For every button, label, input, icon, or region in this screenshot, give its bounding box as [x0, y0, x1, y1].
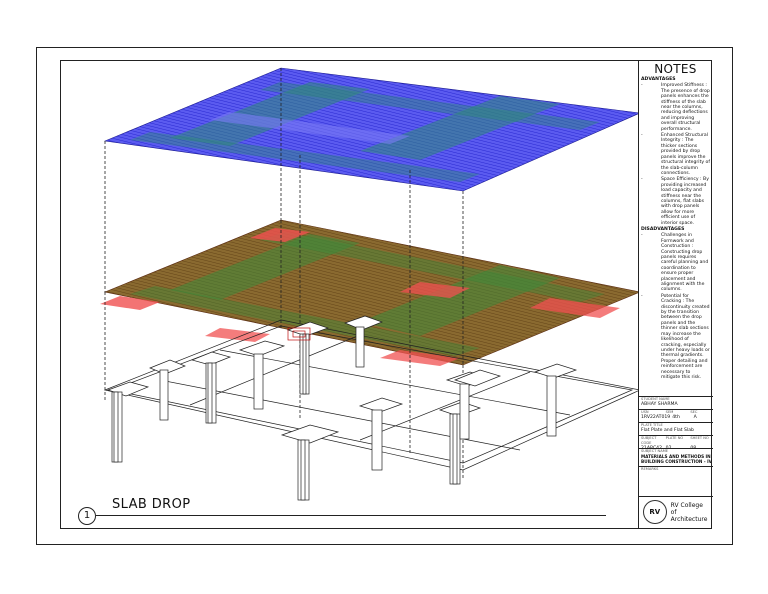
- plate-title-label: PLATE TITLE: [641, 423, 663, 427]
- advantage-text: Enhanced Structural Integrity : The thic…: [661, 133, 710, 176]
- student-name: ABHAY SHARMA: [641, 402, 678, 407]
- sem-label: SEM: [665, 410, 674, 414]
- advantage-item: - Improved Stiffness : The presence of d…: [641, 83, 710, 132]
- column-3: [238, 340, 286, 410]
- student-label: STUDENT NAME: [641, 397, 670, 401]
- column-9: [533, 363, 578, 437]
- beam-frame: [103, 319, 638, 471]
- usn-block: USN SEM SEC 1RV22AT019 4th A: [639, 410, 713, 420]
- drawing-caption: 1 SLAB DROP: [62, 497, 622, 527]
- drop-panel-detail: [287, 327, 311, 341]
- caption-underline: [96, 515, 606, 516]
- sheet-no-label: SHEET NO: [690, 436, 709, 440]
- column-12: [344, 315, 383, 368]
- logo-name-line1: RV College of: [670, 501, 703, 516]
- notes-title: NOTES: [654, 62, 697, 76]
- sheet-outer-border: [36, 47, 733, 545]
- plate-title-block: PLATE TITLE Flat Plate and Flat Slab: [639, 423, 713, 433]
- column-4: [286, 321, 330, 395]
- advantage-text: Space Efficiency : By providing increase…: [661, 177, 709, 226]
- middle-slab: [100, 219, 638, 366]
- drawing-title: SLAB DROP: [112, 497, 191, 512]
- column-2: [190, 351, 232, 424]
- column-11: [149, 359, 186, 421]
- sheet-inner-border: [60, 60, 712, 529]
- advantage-item: - Enhanced Structural Integrity : The th…: [641, 133, 710, 176]
- subject-block: SUBJECT NAME MATERIALS AND METHODS IN BU…: [639, 449, 713, 464]
- slab-drop-drawing: [100, 67, 638, 501]
- disadvantage-text: Potential for Cracking : The discontinui…: [661, 293, 710, 380]
- usn-label: USN: [641, 410, 649, 414]
- disadvantage-item: - Challenges in Formwork and Constructio…: [641, 233, 709, 293]
- usn-value: 1RV22AT019: [641, 415, 671, 420]
- plate-title: Flat Plate and Flat Slab: [641, 428, 694, 433]
- college-logo: RV RV College of Architecture: [640, 498, 710, 526]
- advantage-item: - Space Efficiency : By providing increa…: [641, 177, 709, 226]
- column-10: [453, 369, 502, 387]
- remarks-block: REMARKS: [639, 467, 713, 472]
- drawing-number-bubble: 1: [78, 507, 96, 525]
- disadvantage-item: - Potential for Cracking : The discontin…: [641, 293, 710, 380]
- column-5: [280, 424, 340, 501]
- plate-no-label: PLATE NO: [665, 436, 684, 440]
- notes-panel: NOTES ADVANTAGES - Improved Stiffness : …: [638, 60, 713, 529]
- rv-logo-icon: RV: [643, 500, 667, 524]
- advantages-heading: ADVANTAGES: [641, 77, 676, 82]
- logo-name-line2: Architecture: [670, 515, 708, 523]
- columns: [106, 315, 578, 501]
- disadvantages-heading: DISADVANTAGES: [641, 226, 685, 232]
- disadvantage-text: Challenges in Formwork and Construction …: [661, 233, 709, 293]
- column-6: [358, 397, 404, 471]
- subject-name-label: SUBJECT NAME: [641, 449, 669, 453]
- sem-value: 4th: [672, 415, 680, 420]
- subject-code-label: SUBJECT CODE: [641, 436, 657, 445]
- top-slab: [103, 67, 638, 192]
- sec-value: A: [693, 415, 697, 420]
- subject-name: MATERIALS AND METHODS IN BUILDING CONSTR…: [641, 454, 712, 464]
- advantage-text: Improved Stiffness : The presence of dro…: [661, 83, 710, 132]
- sec-label: SEC: [690, 410, 698, 414]
- column-1: [106, 381, 150, 463]
- remarks-label: REMARKS: [641, 467, 659, 471]
- student-block: STUDENT NAME ABHAY SHARMA: [639, 397, 713, 407]
